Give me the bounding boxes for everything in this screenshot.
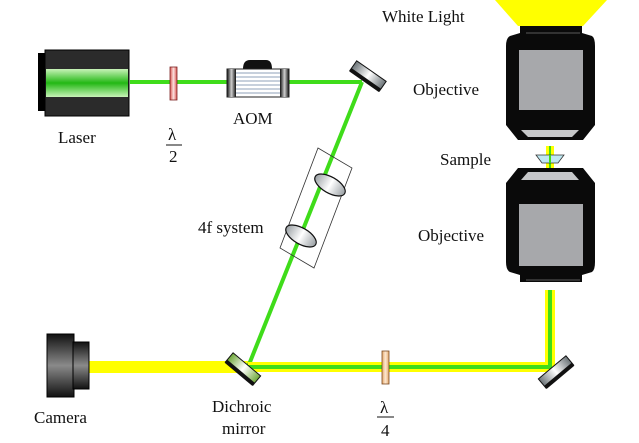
aom-icon: [226, 60, 290, 98]
lens-1-icon: [314, 173, 346, 197]
four-f-label: 4f system: [198, 218, 264, 237]
white-light-cone: [495, 0, 607, 26]
aom-label: AOM: [233, 109, 273, 128]
lens-2-icon: [285, 224, 317, 248]
sample-icon: [535, 154, 565, 164]
objective-bottom-icon: [506, 168, 595, 282]
steering-mirror-top-icon: [349, 60, 387, 93]
four-f-system-icon: [279, 147, 353, 269]
half-wave-label: λ 2: [166, 125, 182, 166]
objective-top-label: Objective: [413, 80, 479, 99]
quarter-wave-plate-icon: [381, 350, 390, 385]
half-wave-numerator: λ: [168, 125, 177, 144]
half-wave-denominator: 2: [169, 147, 178, 166]
laser-label: Laser: [58, 128, 96, 147]
steering-mirror-bottom-icon: [537, 355, 575, 389]
dichroic-label-line1: Dichroic: [212, 397, 272, 416]
return-beam-path: [248, 290, 555, 372]
camera-icon: [46, 333, 90, 398]
quarter-wave-label: λ 4: [377, 398, 394, 440]
laser-icon: [38, 49, 130, 117]
quarter-wave-denominator: 4: [381, 421, 390, 440]
objective-top-icon: [506, 26, 595, 140]
half-wave-plate-icon: [169, 66, 178, 101]
quarter-wave-numerator: λ: [380, 398, 389, 417]
objective-bottom-label: Objective: [418, 226, 484, 245]
dichroic-label-line2: mirror: [222, 419, 266, 438]
camera-label: Camera: [34, 408, 87, 427]
dichroic-mirror-icon: [224, 352, 262, 386]
white-light-label: White Light: [382, 7, 465, 26]
sample-label: Sample: [440, 150, 491, 169]
camera-beam: [88, 361, 248, 373]
